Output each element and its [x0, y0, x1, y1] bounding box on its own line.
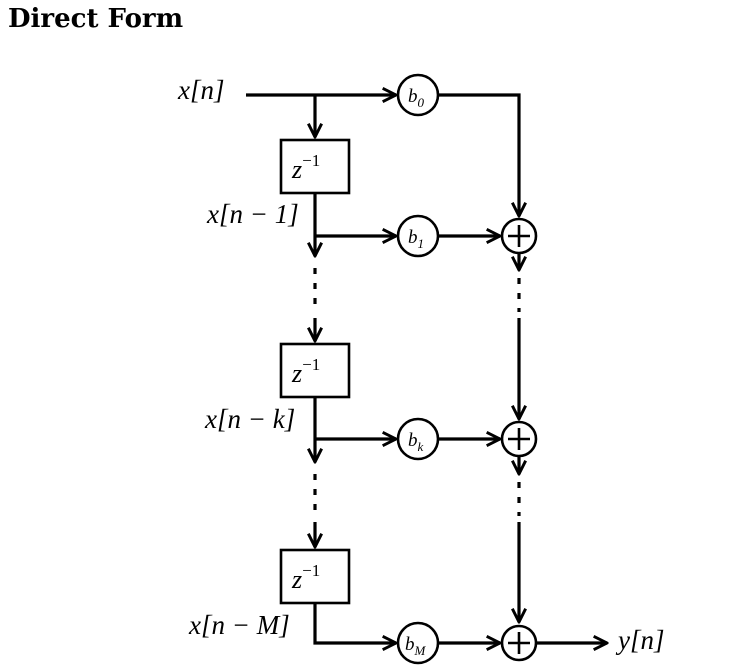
- output-label: y[n]: [615, 625, 665, 655]
- delay-label-M: z−1: [291, 561, 320, 594]
- delay-label-k: z−1: [291, 355, 320, 388]
- input-label: x[n]: [177, 75, 225, 105]
- coef-b1-label: b1: [408, 227, 424, 251]
- delay-label-1: z−1: [291, 151, 320, 184]
- tapk-signal-label: x[n − k]: [204, 404, 295, 434]
- coef-bk-label: bk: [408, 430, 424, 454]
- coef-b0-label: b0: [408, 86, 425, 110]
- delay-block-k: [279, 342, 351, 399]
- coef-bM-label: bM: [405, 634, 427, 658]
- page-title: Direct Form: [8, 4, 184, 34]
- tapM-to-bM-arrow: [313, 603, 396, 643]
- tapM-signal-label: x[n − M]: [188, 610, 290, 640]
- b0-to-adder1-arrow: [438, 93, 519, 216]
- tap1-signal-label: x[n − 1]: [206, 199, 299, 229]
